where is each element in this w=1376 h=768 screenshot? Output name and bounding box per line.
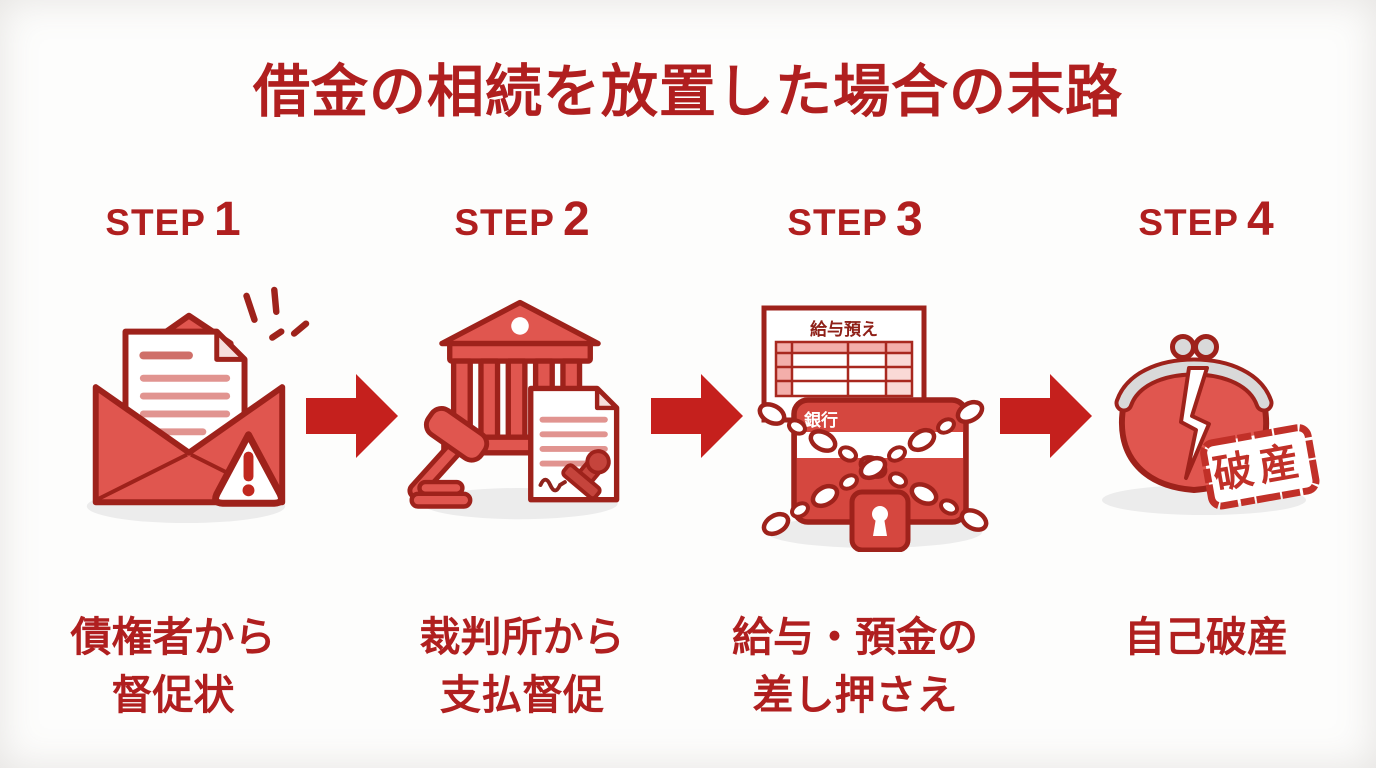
step-1-word: STEP [105, 202, 206, 243]
page-title: 借金の相続を放置した場合の末路 [253, 60, 1123, 124]
crack-icon [1179, 366, 1211, 480]
clasp-ball [1170, 334, 1196, 360]
courthouse-gavel-icon [407, 299, 620, 520]
gavel-icon [407, 405, 490, 509]
signature-squiggle [538, 477, 567, 493]
payment-order-document-icon [528, 385, 620, 503]
step-4-caption: 自己破産 [1036, 608, 1376, 666]
broken-purse-icon: 破産 [1102, 334, 1320, 515]
step-2-caption: 裁判所から 支払督促 [352, 608, 692, 724]
step-3-word: STEP [787, 202, 888, 243]
caption-line: 督促状 [111, 672, 235, 719]
caption-line: 債権者から [70, 614, 276, 660]
chains-icon [757, 399, 989, 537]
seized-assets-icon: 給与預え 銀行 [757, 305, 989, 552]
padlock-icon [849, 489, 911, 552]
caption-line: 裁判所から [419, 614, 625, 660]
notification-sparks-icon [243, 286, 310, 341]
step-3-number: 3 [895, 193, 923, 246]
step-1-number: 1 [213, 193, 241, 246]
clasp-ball [1193, 334, 1219, 360]
warning-triangle-icon [212, 431, 285, 507]
step-4-number: 4 [1246, 193, 1274, 246]
caption-line: 給与・預金の [732, 614, 978, 660]
arrow-right-icon [306, 374, 398, 458]
step-1-caption: 債権者から 督促状 [3, 608, 343, 724]
step-2-word: STEP [454, 202, 555, 243]
caption-line: 差し押さえ [752, 672, 958, 719]
stamp-seal-icon [561, 449, 611, 501]
caption-line: 自己破産 [1124, 614, 1288, 660]
step-2-number: 2 [562, 193, 590, 246]
bankruptcy-stamp-icon: 破産 [1200, 424, 1320, 510]
bank-passbook-label: 銀行 [804, 410, 838, 430]
arrow-right-icon [1000, 374, 1092, 458]
salary-table-title: 給与預え [810, 319, 878, 339]
pediment-circle [511, 317, 529, 335]
step-4-word: STEP [1138, 202, 1239, 243]
salary-table-icon: 給与預え [761, 305, 927, 423]
arrow-right-icon [651, 374, 743, 458]
caption-line: 支払督促 [440, 672, 604, 719]
step-3-caption: 給与・預金の 差し押さえ [685, 608, 1025, 724]
dunning-letter-icon [86, 286, 310, 524]
